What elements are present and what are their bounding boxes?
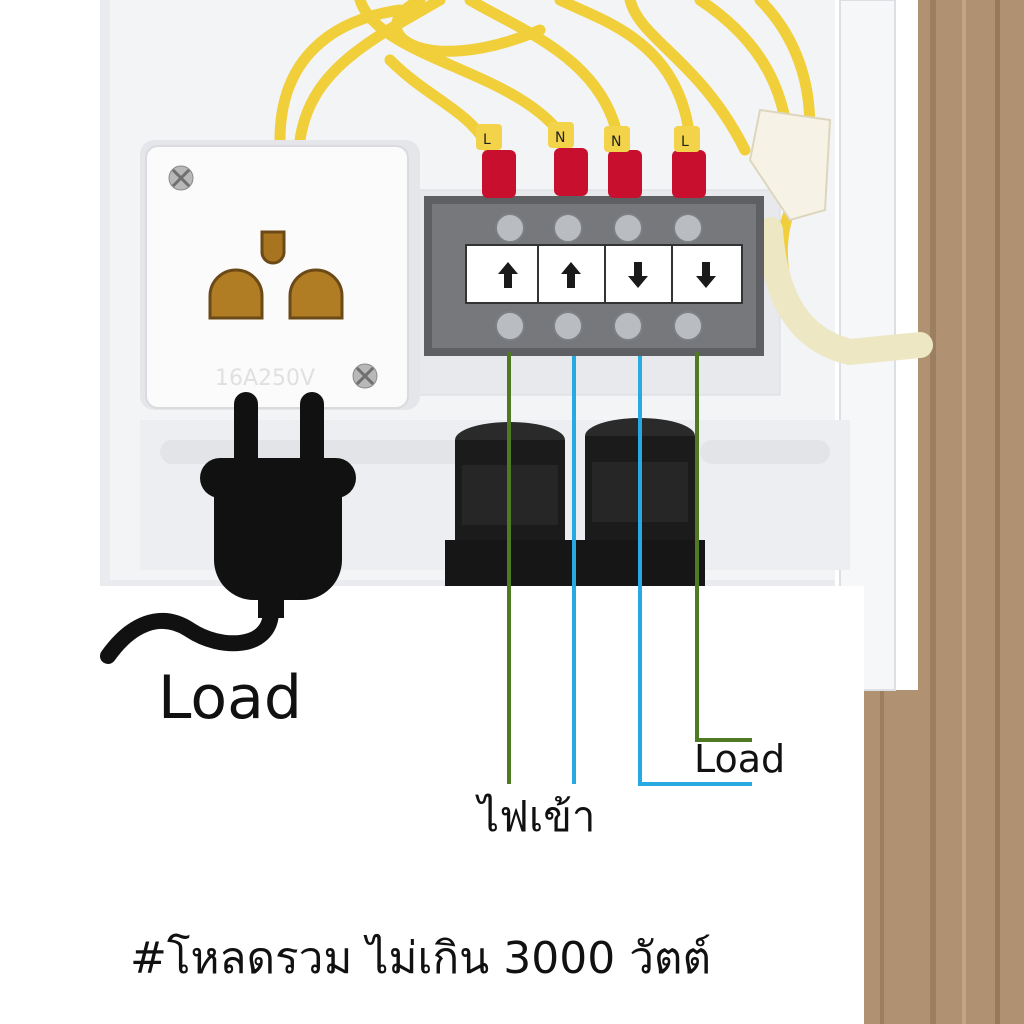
wood-background — [864, 0, 1024, 1024]
arrow-down-icon — [696, 262, 716, 288]
arrow-down-icon — [628, 262, 648, 288]
terminal-block — [424, 196, 764, 356]
socket-outlet-icon: 16A250V — [140, 140, 420, 410]
terminal-load-label: Load — [694, 737, 786, 781]
left-margin — [0, 0, 100, 590]
wiring-lines — [507, 352, 752, 786]
power-input-label: ไฟเข้า — [478, 792, 596, 841]
wire-tag-4: L — [681, 134, 689, 150]
socket-rating: 16A250V — [215, 366, 315, 391]
green-line-load — [695, 352, 752, 742]
load-limit-caption: #โหลดรวม ไม่เกิน 3000 วัตต์ — [130, 933, 712, 984]
cable-tie — [748, 108, 832, 222]
plug-load-label: Load — [158, 663, 302, 733]
wire-lugs: L N N L — [476, 122, 706, 198]
wire-tag-3: N — [611, 134, 621, 150]
arrow-up-icon — [498, 262, 518, 288]
plug-icon — [100, 392, 356, 664]
arrow-up-icon — [561, 262, 581, 288]
wire-tag-2: N — [555, 130, 565, 146]
lower-panel — [0, 586, 864, 1024]
spiral-wrap — [757, 217, 933, 366]
wire-tag-1: L — [483, 132, 491, 148]
blue-line-load — [638, 356, 752, 786]
